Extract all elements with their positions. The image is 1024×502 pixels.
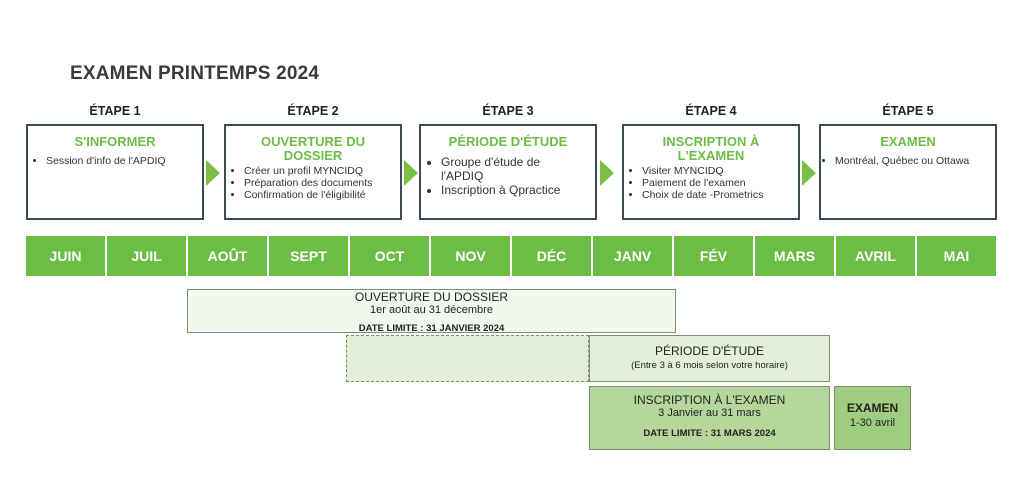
month-cell: FÉV xyxy=(674,236,753,276)
study-bar: PÉRIODE D'ÉTUDE (Entre 3 à 6 mois selon … xyxy=(589,335,830,382)
step-1-heading: S'INFORMER xyxy=(74,134,156,149)
step-2-heading: OUVERTURE DU DOSSIER xyxy=(260,134,365,163)
exam-title: EXAMEN xyxy=(846,401,899,415)
step-3-item: Groupe d'étude de l'APDIQ xyxy=(441,155,567,183)
registration-dates: 3 Janvier au 31 mars xyxy=(658,407,761,419)
step-4-item: Paiement de l'examen xyxy=(642,177,794,189)
step-2-item: Confirmation de l'éligibilité xyxy=(244,189,396,201)
step-5-label: ÉTAPE 5 xyxy=(882,104,934,118)
step-5-box: EXAMEN Montréal, Québec ou Ottawa xyxy=(819,124,997,220)
step-5-item: Montréal, Québec ou Ottawa xyxy=(835,155,991,167)
step-2-list: Créer un profil MYNCIDQ Préparation des … xyxy=(226,165,400,201)
page-title: EXAMEN PRINTEMPS 2024 xyxy=(70,63,320,84)
step-4-label: ÉTAPE 4 xyxy=(685,104,737,118)
dossier-bar: OUVERTURE DU DOSSIER 1er août au 31 déce… xyxy=(187,289,676,334)
registration-bar: INSCRIPTION À L'EXAMEN 3 Janvier au 31 m… xyxy=(589,386,830,450)
month-cell: DÉC xyxy=(512,236,591,276)
step-1-item: Session d'info de l'APDIQ xyxy=(46,155,198,167)
dossier-title: OUVERTURE DU DOSSIER xyxy=(354,290,509,304)
study-note: (Entre 3 à 6 mois selon votre horaire) xyxy=(631,360,788,371)
step-4-box: INSCRIPTION À L'EXAMEN Visiter MYNCIDQ P… xyxy=(622,124,800,220)
exam-bar: EXAMEN 1-30 avril xyxy=(834,386,911,450)
month-cell: AVRIL xyxy=(836,236,915,276)
step-3-box: PÉRIODE D'ÉTUDE Groupe d'étude de l'APDI… xyxy=(419,124,597,220)
step-2-item: Créer un profil MYNCIDQ xyxy=(244,165,396,177)
month-timeline: JUIN JUIL AOÛT SEPT OCT NOV DÉC JANV FÉV… xyxy=(26,236,996,276)
dossier-dates: 1er août au 31 décembre xyxy=(370,304,493,316)
step-1-box: S'INFORMER Session d'info de l'APDIQ xyxy=(26,124,204,220)
step-3-label: ÉTAPE 3 xyxy=(482,104,534,118)
month-cell: MAI xyxy=(917,236,996,276)
step-5-heading: EXAMEN xyxy=(880,134,936,149)
step-3-heading: PÉRIODE D'ÉTUDE xyxy=(448,134,568,149)
study-title: PÉRIODE D'ÉTUDE xyxy=(655,344,764,358)
step-4-item: Visiter MYNCIDQ xyxy=(642,165,794,177)
step-1-list: Session d'info de l'APDIQ xyxy=(28,155,202,167)
study-early-period xyxy=(346,335,589,382)
step-4-heading: INSCRIPTION À L'EXAMEN xyxy=(662,134,760,163)
arrow-right-icon xyxy=(802,160,816,186)
arrow-right-icon xyxy=(206,160,220,186)
exam-dates: 1-30 avril xyxy=(849,417,896,429)
registration-title: INSCRIPTION À L'EXAMEN xyxy=(633,393,786,407)
step-3-list: Groupe d'étude de l'APDIQ Inscription à … xyxy=(421,155,595,197)
month-cell: OCT xyxy=(350,236,429,276)
month-cell: AOÛT xyxy=(188,236,267,276)
month-cell: JANV xyxy=(593,236,672,276)
step-4-list: Visiter MYNCIDQ Paiement de l'examen Cho… xyxy=(624,165,798,201)
step-4-item: Choix de date -Prometrics xyxy=(642,189,794,201)
dossier-deadline: DATE LIMITE : 31 JANVIER 2024 xyxy=(358,323,505,334)
arrow-right-icon xyxy=(404,160,418,186)
step-1-label: ÉTAPE 1 xyxy=(89,104,141,118)
month-cell: NOV xyxy=(431,236,510,276)
registration-deadline: DATE LIMITE : 31 MARS 2024 xyxy=(643,428,776,439)
month-cell: MARS xyxy=(755,236,834,276)
step-3-item: Inscription à Qpractice xyxy=(441,183,567,197)
step-2-box: OUVERTURE DU DOSSIER Créer un profil MYN… xyxy=(224,124,402,220)
arrow-right-icon xyxy=(600,160,614,186)
step-2-label: ÉTAPE 2 xyxy=(287,104,339,118)
step-5-list: Montréal, Québec ou Ottawa xyxy=(821,155,995,167)
month-cell: JUIL xyxy=(107,236,186,276)
month-cell: JUIN xyxy=(26,236,105,276)
month-cell: SEPT xyxy=(269,236,348,276)
step-2-item: Préparation des documents xyxy=(244,177,396,189)
